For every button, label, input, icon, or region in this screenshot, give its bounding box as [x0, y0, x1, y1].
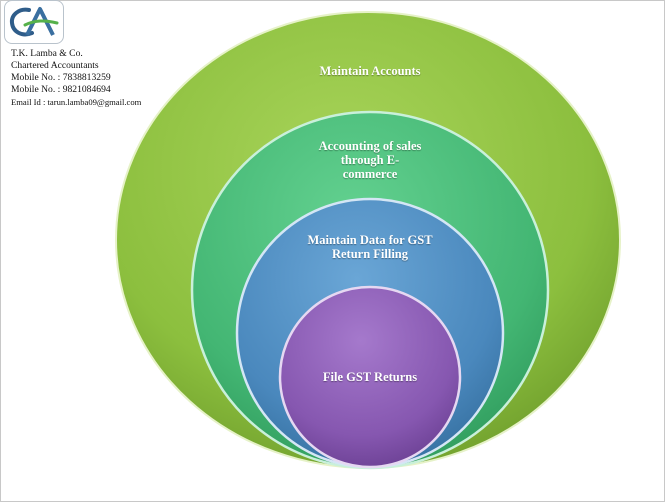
label-maintain-accounts: Maintain Accounts [319, 64, 421, 78]
circle-file-gst-returns [278, 285, 462, 469]
firm-mobile-2: Mobile No. : 9821084694 [11, 84, 111, 95]
label-file-gst-returns: File GST Returns [322, 370, 418, 384]
firm-email: Email Id : tarun.lamba09@gmail.com [11, 97, 142, 107]
firm-mobile-1: Mobile No. : 7838813259 [11, 72, 111, 83]
firm-details: T.K. Lamba & Co. Chartered Accountants M… [11, 48, 141, 108]
label-gst-data: Maintain Data for GST Return Filling [307, 233, 433, 261]
label-accounting-ecommerce: Accounting of sales through E-commerce [318, 139, 422, 181]
ca-logo-icon [9, 7, 59, 37]
firm-name: T.K. Lamba & Co. [11, 48, 83, 59]
ca-logo [4, 0, 64, 44]
firm-title: Chartered Accountants [11, 60, 99, 71]
